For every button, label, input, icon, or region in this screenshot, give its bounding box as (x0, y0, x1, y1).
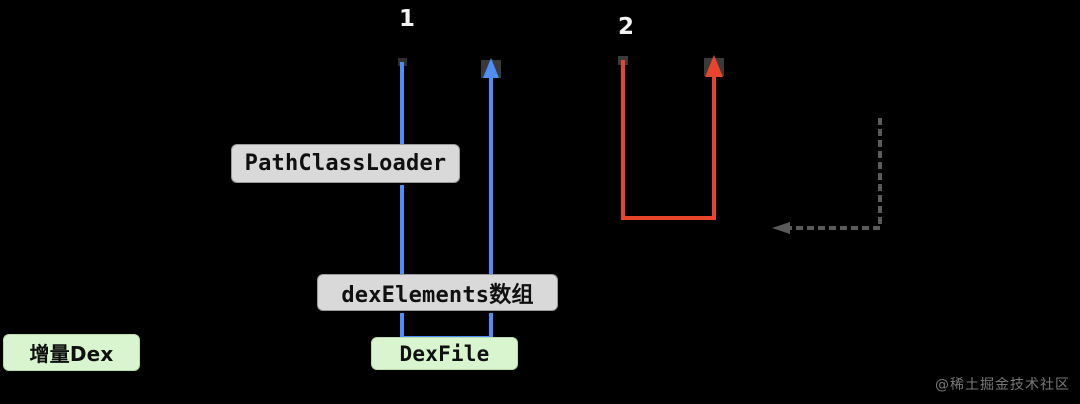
red-connector-path (621, 60, 716, 220)
red-u-connector (618, 55, 724, 220)
step-number-1: 1 (399, 6, 416, 32)
blue-arrowhead-icon (483, 58, 499, 78)
node-dexelements-array[interactable]: dexElements数组 (317, 274, 558, 311)
dashed-l-connector (772, 118, 882, 234)
red-arrowhead-halo (704, 58, 724, 76)
dashed-arrowhead-icon (772, 222, 790, 234)
step-number-2: 2 (618, 14, 635, 40)
dashed-connector-path (783, 118, 882, 230)
watermark-text: @稀土掘金技术社区 (935, 377, 1070, 393)
blue-arrowhead-halo (481, 60, 501, 78)
blue-connector-tail-cap (398, 58, 407, 66)
red-arrowhead-icon (705, 55, 723, 77)
node-dexfile[interactable]: DexFile (371, 337, 518, 370)
red-connector-tail-cap (618, 56, 628, 65)
node-pathclassloader[interactable]: PathClassLoader (231, 144, 460, 183)
node-incremental-dex[interactable]: 增量Dex (3, 334, 140, 371)
